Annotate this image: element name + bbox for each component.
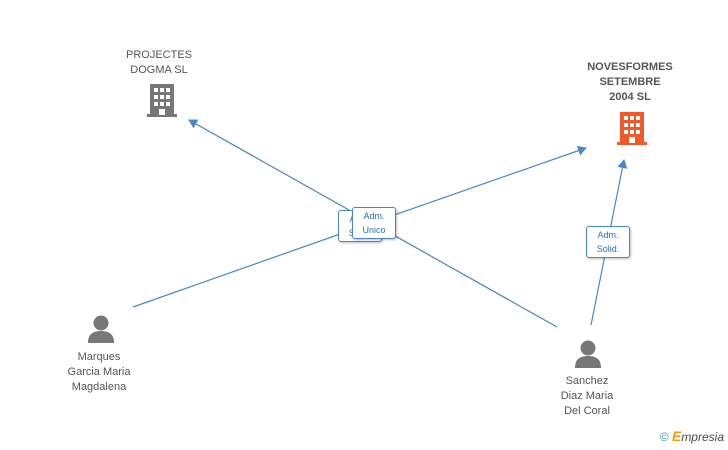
person-icon bbox=[88, 315, 114, 343]
person-icon bbox=[575, 340, 601, 368]
role-badge-line: Adm. bbox=[597, 230, 619, 240]
edge-to-novesformes bbox=[359, 145, 587, 228]
logo-brand: mpresia bbox=[681, 430, 724, 444]
company-label-line: DOGMA SL bbox=[130, 64, 188, 76]
person-label-marques[interactable]: Marques Garcia Maria Magdalena bbox=[56, 350, 142, 395]
role-badge-line: Unico bbox=[362, 225, 386, 235]
person-label-line: Sanchez bbox=[565, 375, 609, 387]
copyright-symbol: © bbox=[659, 430, 669, 444]
empresia-logo: © Empresia bbox=[660, 428, 724, 444]
person-label-line: Del Coral bbox=[564, 405, 610, 417]
person-label-line: Magdalena bbox=[71, 381, 127, 393]
building-icon bbox=[147, 84, 177, 117]
person-label-line: Marques bbox=[77, 351, 121, 363]
role-badge-right[interactable]: Adm. Solid. bbox=[586, 226, 630, 258]
edge-marques-to-projectes bbox=[132, 226, 361, 308]
role-badge-line: Adm. bbox=[363, 211, 385, 221]
role-badge-line: Solid. bbox=[596, 244, 620, 254]
logo-initial: E bbox=[671, 428, 682, 444]
company-label-novesformes[interactable]: NOVESFORMES SETEMBRE 2004 SL bbox=[580, 60, 680, 105]
person-label-line: Diaz Maria bbox=[560, 390, 614, 402]
company-label-line: NOVESFORMES bbox=[587, 61, 673, 73]
person-label-sanchez[interactable]: Sanchez Diaz Maria Del Coral bbox=[544, 374, 630, 419]
company-label-line: PROJECTES bbox=[125, 49, 192, 61]
person-label-line: Garcia Maria bbox=[67, 366, 131, 378]
building-icon bbox=[617, 112, 647, 145]
company-label-line: SETEMBRE bbox=[599, 76, 661, 88]
role-badge-front[interactable]: Adm. Unico bbox=[352, 207, 396, 239]
company-label-projectes[interactable]: PROJECTES DOGMA SL bbox=[118, 48, 200, 78]
company-label-line: 2004 SL bbox=[609, 91, 651, 103]
